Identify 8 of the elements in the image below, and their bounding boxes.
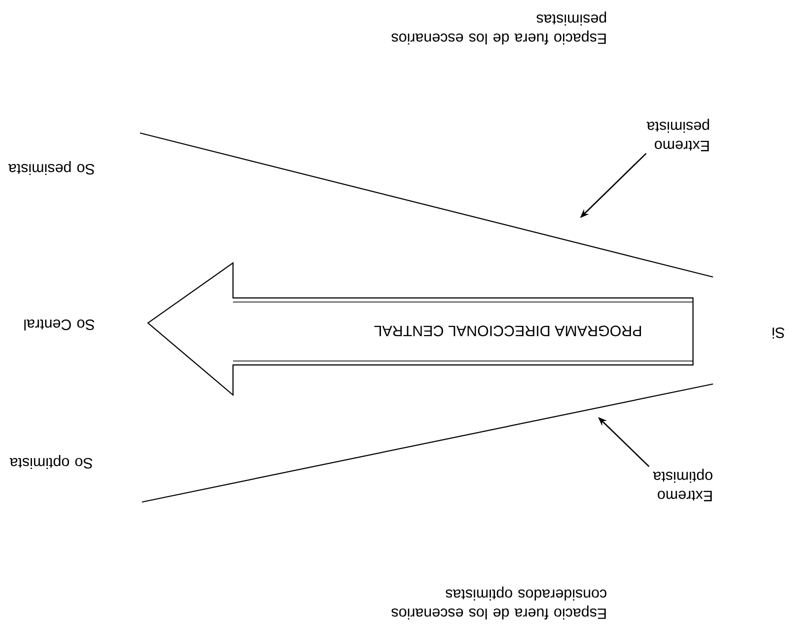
- label-text: Espacio fuera de los escenarios pesimistas: [392, 12, 606, 44]
- callout-text: Extremo pesimista: [646, 118, 710, 152]
- label-text: So Central: [24, 319, 94, 330]
- label-text: Espacio fuera de los escenarios considerados optimistas: [392, 586, 606, 620]
- label-text: Si: [772, 327, 784, 338]
- callout-text: Extremo optimista: [652, 468, 712, 502]
- label-text: So pesimista: [8, 161, 94, 175]
- label-text: So optimista: [10, 455, 92, 469]
